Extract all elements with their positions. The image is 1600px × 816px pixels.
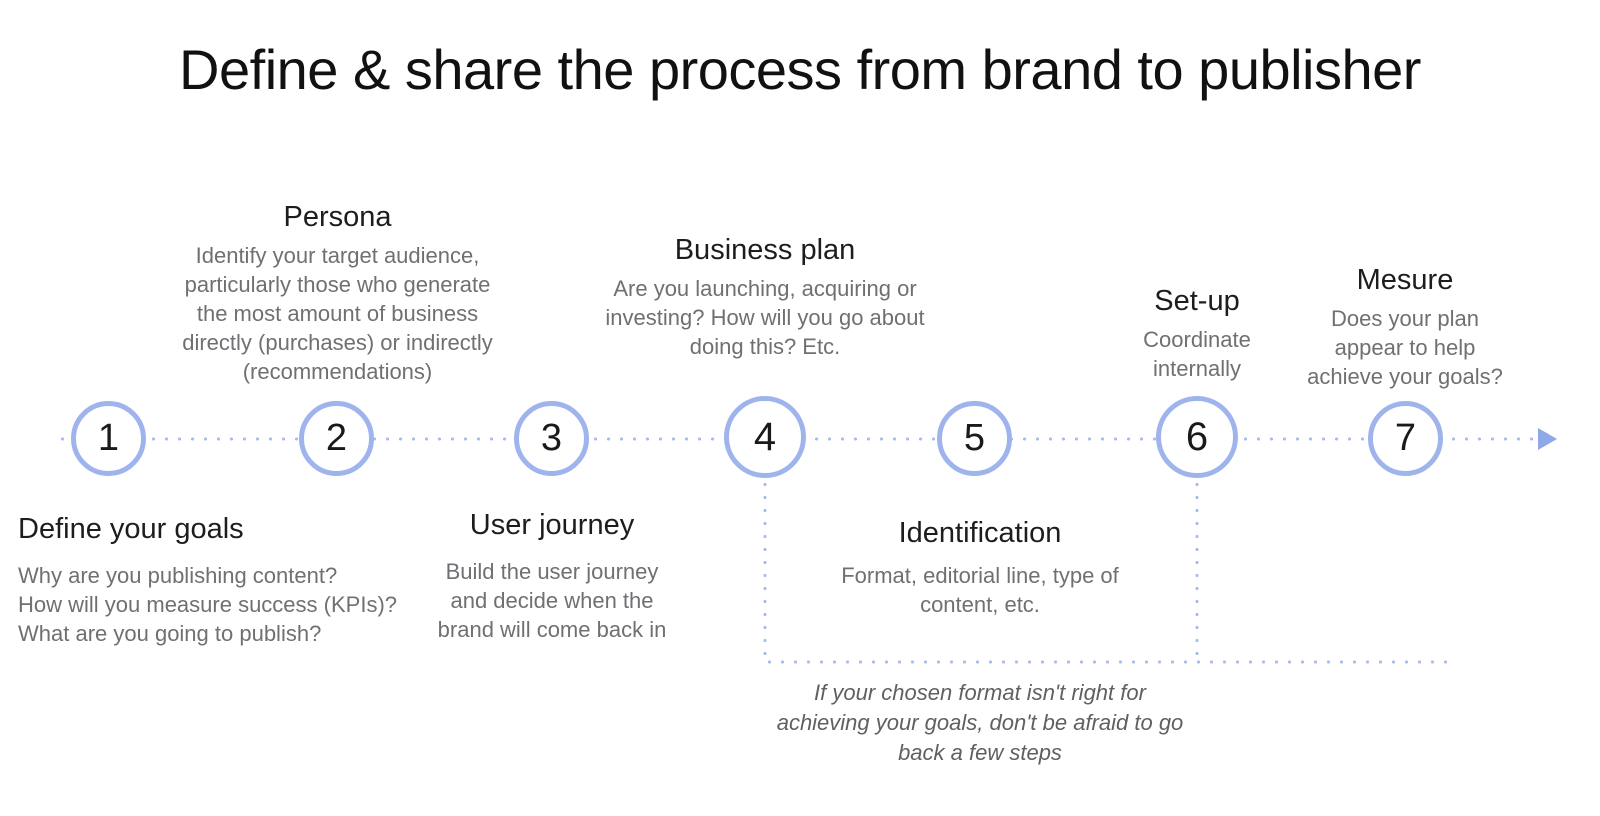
page-title: Define & share the process from brand to… [179, 38, 1421, 101]
step-number-6: 6 [1185, 414, 1209, 459]
step-number-5: 5 [963, 417, 986, 459]
feedback-loop-note-line-3: back a few steps [898, 739, 1062, 765]
step-node-1[interactable]: 1 [71, 401, 146, 476]
step-block-4: Business plan Are you launching, acquiri… [585, 233, 945, 361]
feedback-loop-line-down-step4 [763, 478, 767, 664]
step-number-2: 2 [325, 417, 348, 459]
step-body-5: Format, editorial line, type of content,… [841, 562, 1119, 617]
step-body-2: Identify your target audience, particula… [182, 242, 493, 384]
step-number-3: 3 [540, 417, 563, 459]
feedback-loop-note-line-1: If your chosen format isn't right for [814, 680, 1146, 705]
step-block-1: Define your goals Why are you publishing… [18, 512, 418, 648]
step-heading-3: User journey [469, 509, 635, 541]
step-block-3: User journey Build the user journey and … [422, 508, 682, 644]
step-number-4: 4 [753, 414, 777, 459]
step-heading-7: Mesure [1356, 264, 1454, 296]
step-block-2: Persona Identify your target audience, p… [160, 200, 515, 386]
feedback-loop-line-up-step6 [1195, 478, 1199, 664]
step-node-6[interactable]: 6 [1156, 396, 1238, 478]
step-heading-2: Persona [283, 201, 392, 233]
step-block-5: Identification Format, editorial line, t… [820, 516, 1140, 619]
step-body-4: Are you launching, acquiring or investin… [605, 275, 925, 359]
step-node-3[interactable]: 3 [514, 401, 589, 476]
step-number-1: 1 [97, 417, 120, 459]
step-node-5[interactable]: 5 [937, 401, 1012, 476]
step-block-6: Set-up Coordinate internally [1097, 284, 1297, 383]
step-body-6: Coordinate internally [1143, 326, 1251, 381]
step-heading-4: Business plan [674, 234, 856, 266]
timeline-arrow-icon [1538, 428, 1557, 450]
step-node-4[interactable]: 4 [724, 396, 806, 478]
step-body-7: Does your plan appear to help achieve yo… [1307, 305, 1503, 389]
step-heading-1: Define your goals [18, 513, 244, 545]
step-block-7: Mesure Does your plan appear to help ach… [1296, 263, 1514, 391]
step-heading-6: Set-up [1154, 285, 1240, 317]
step-number-7: 7 [1394, 417, 1417, 459]
step-node-7[interactable]: 7 [1368, 401, 1443, 476]
step-heading-5: Identification [898, 517, 1062, 549]
feedback-loop-line-horizontal [763, 660, 1453, 664]
step-node-2[interactable]: 2 [299, 401, 374, 476]
step-body-1: Why are you publishing content? How will… [18, 562, 398, 646]
step-body-3: Build the user journey and decide when t… [437, 558, 667, 642]
feedback-loop-note: If your chosen format isn't right for ac… [765, 678, 1195, 768]
feedback-loop-note-line-2: achieving your goals, don't be afraid to… [776, 709, 1184, 735]
